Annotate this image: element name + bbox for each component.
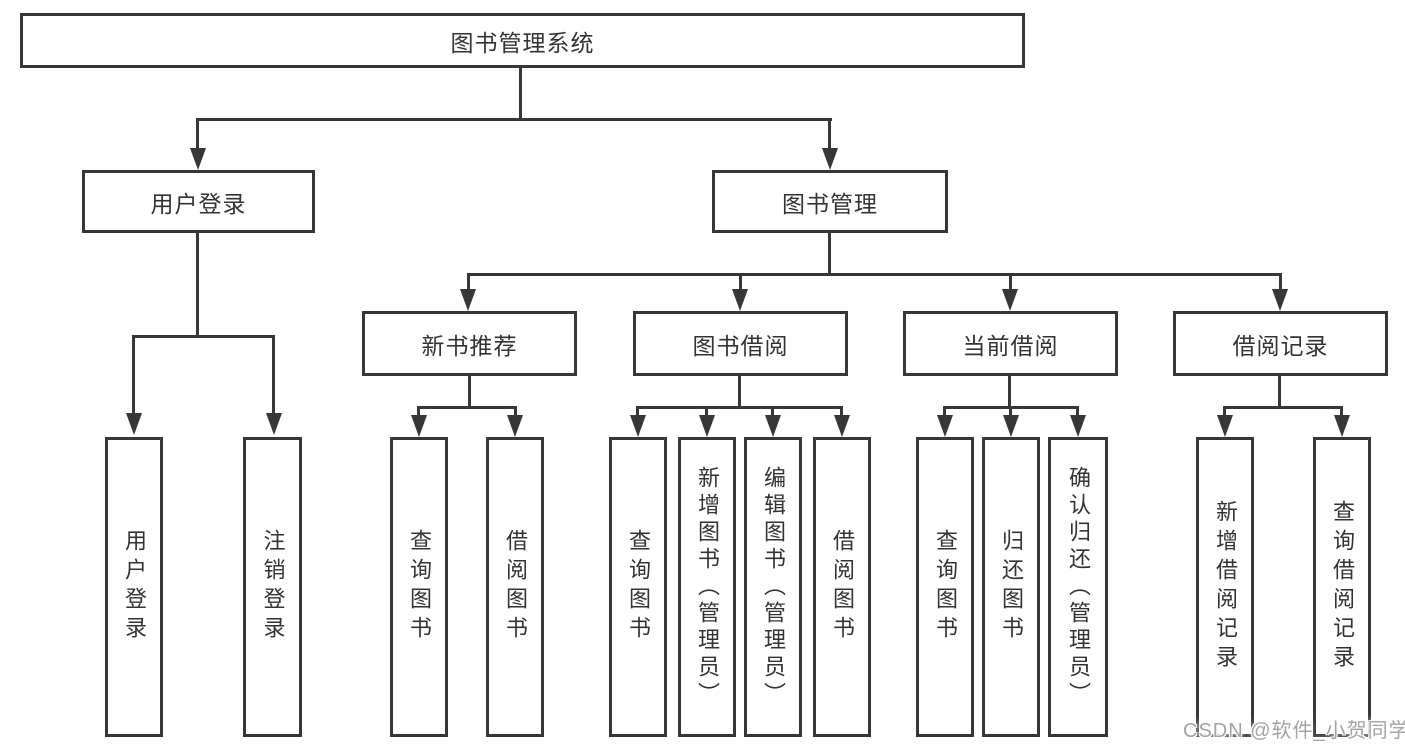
leaf-query-book-3: 查询图书 <box>916 437 974 737</box>
connector-to-leaf-query-book-2 <box>636 406 639 420</box>
arrow-down-icon <box>126 413 142 435</box>
arrow-down-icon <box>732 289 748 311</box>
arrow-down-icon <box>834 415 850 437</box>
connector-to-borrow-record <box>1279 273 1282 295</box>
leaf-add-book: 新增图书（管理员） <box>678 437 736 737</box>
connector-to-leaf-user-login <box>132 335 135 419</box>
connector-to-leaf-return-book <box>1009 406 1012 420</box>
leaf-query-book-2: 查询图书 <box>609 437 667 737</box>
node-new-book-rec: 新书推荐 <box>362 311 577 376</box>
leaf-logout-label: 注销登录 <box>260 529 286 645</box>
arrow-down-icon <box>1272 289 1288 311</box>
connector-book-borrow-bus <box>636 406 843 409</box>
connector-book-borrow-stem <box>738 376 741 408</box>
connector-new-book-rec-bus <box>417 406 517 409</box>
arrow-down-icon <box>190 148 206 170</box>
node-root-label: 图书管理系统 <box>450 29 595 56</box>
arrow-down-icon <box>507 415 523 437</box>
leaf-borrow-book-2: 借阅图书 <box>813 437 871 737</box>
node-current-borrow-label: 当前借阅 <box>962 332 1059 359</box>
leaf-user-login-label: 用户登录 <box>122 529 147 645</box>
connector-root-stem <box>519 68 522 120</box>
leaf-logout: 注销登录 <box>243 437 302 737</box>
node-borrow-record: 借阅记录 <box>1173 311 1388 376</box>
connector-to-leaf-add-book <box>705 406 708 420</box>
leaf-query-record-label: 查询借阅记录 <box>1330 500 1355 674</box>
leaf-borrow-book-1-label: 借阅图书 <box>503 529 528 645</box>
leaf-edit-book: 编辑图书（管理员） <box>744 437 802 737</box>
connector-to-leaf-query-book-3 <box>943 406 946 420</box>
connector-to-book-borrow <box>739 273 742 295</box>
leaf-confirm-return: 确认归还（管理员） <box>1048 437 1108 737</box>
arrow-down-icon <box>822 148 838 170</box>
connector-to-leaf-borrow-book-1 <box>514 406 517 420</box>
leaf-add-record-label: 新增借阅记录 <box>1213 500 1238 674</box>
connector-to-leaf-edit-book <box>771 406 774 420</box>
node-borrow-record-label: 借阅记录 <box>1232 332 1329 359</box>
connector-to-leaf-logout <box>272 335 275 419</box>
arrow-down-icon <box>765 415 781 437</box>
connector-to-leaf-borrow-book-2 <box>840 406 843 420</box>
connector-to-current-borrow <box>1009 273 1012 295</box>
node-user-login: 用户登录 <box>82 170 315 233</box>
connector-book-mgmt-stem <box>828 233 831 275</box>
node-current-borrow: 当前借阅 <box>903 311 1118 376</box>
leaf-query-record: 查询借阅记录 <box>1313 437 1371 737</box>
connector-user-login-bus <box>132 335 275 338</box>
node-book-mgmt-label: 图书管理 <box>782 190 878 217</box>
leaf-query-book-3-label: 查询图书 <box>933 529 958 645</box>
arrow-down-icon <box>699 415 715 437</box>
arrow-down-icon <box>1003 415 1019 437</box>
leaf-query-book-2-label: 查询图书 <box>626 529 651 645</box>
leaf-add-record: 新增借阅记录 <box>1196 437 1254 737</box>
connector-current-borrow-stem <box>1008 376 1011 408</box>
arrow-down-icon <box>411 415 427 437</box>
node-user-login-label: 用户登录 <box>150 190 247 217</box>
arrow-down-icon <box>937 415 953 437</box>
arrow-down-icon <box>266 413 282 435</box>
leaf-borrow-book-2-label: 借阅图书 <box>830 529 855 645</box>
connector-root-bus <box>196 118 832 121</box>
connector-to-leaf-add-record <box>1223 406 1226 420</box>
arrow-down-icon <box>1217 415 1233 437</box>
node-book-mgmt: 图书管理 <box>712 170 948 233</box>
leaf-add-book-label: 新增图书（管理员） <box>695 465 720 709</box>
arrow-down-icon <box>1334 415 1350 437</box>
leaf-query-book-1: 查询图书 <box>390 437 448 737</box>
connector-root-to-book-mgmt <box>828 118 831 152</box>
connector-to-leaf-query-book-1 <box>417 406 420 420</box>
arrow-down-icon <box>460 289 476 311</box>
node-book-borrow: 图书借阅 <box>633 311 848 376</box>
leaf-query-book-1-label: 查询图书 <box>407 529 432 645</box>
leaf-edit-book-label: 编辑图书（管理员） <box>761 465 786 709</box>
arrow-down-icon <box>630 415 646 437</box>
connector-new-book-rec-stem <box>468 376 471 408</box>
csdn-watermark: CSDN @软件_小贺同学 <box>1183 720 1405 742</box>
leaf-user-login: 用户登录 <box>105 437 163 737</box>
leaf-confirm-return-label: 确认归还（管理员） <box>1066 465 1091 709</box>
connector-book-mgmt-bus <box>467 273 1282 276</box>
node-root: 图书管理系统 <box>20 13 1025 68</box>
connector-borrow-record-bus <box>1223 406 1343 409</box>
connector-to-leaf-query-record <box>1340 406 1343 420</box>
connector-user-login-stem <box>196 233 199 337</box>
connector-root-to-user-login <box>196 118 199 152</box>
arrow-down-icon <box>1002 289 1018 311</box>
leaf-return-book-label: 归还图书 <box>999 529 1024 645</box>
node-book-borrow-label: 图书借阅 <box>692 332 789 359</box>
leaf-return-book: 归还图书 <box>982 437 1040 737</box>
connector-to-leaf-confirm-return <box>1076 406 1079 420</box>
arrow-down-icon <box>1070 415 1086 437</box>
leaf-borrow-book-1: 借阅图书 <box>486 437 544 737</box>
connector-to-new-book-rec <box>467 273 470 295</box>
node-new-book-rec-label: 新书推荐 <box>421 332 518 359</box>
connector-borrow-record-stem <box>1278 376 1281 408</box>
